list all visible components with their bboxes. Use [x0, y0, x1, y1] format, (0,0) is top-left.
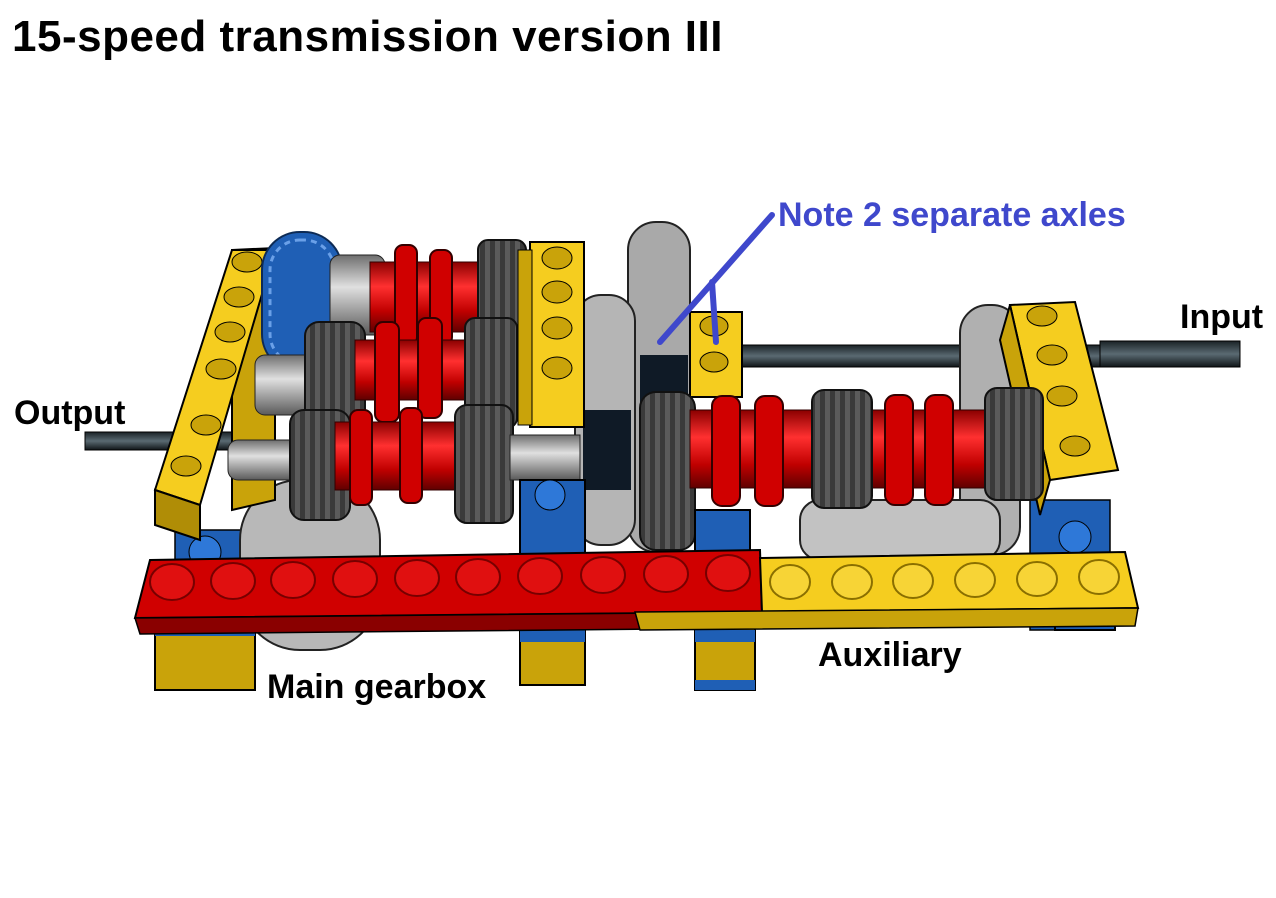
middle-red-shaft [254, 317, 518, 433]
note-label: Note 2 separate axles [778, 196, 1126, 234]
left-beam-holes [170, 251, 263, 477]
output-label: Output [14, 394, 126, 432]
middle-yellow-beam [517, 241, 585, 428]
input-label: Input [1180, 298, 1264, 336]
axles [84, 340, 1241, 451]
diagram-title: 15-speed transmission version III [12, 12, 723, 61]
auxiliary-label: Auxiliary [818, 636, 962, 674]
main-gearbox-label: Main gearbox [267, 668, 487, 706]
front-yellow-beam [634, 550, 1140, 631]
lower-red-shaft [227, 387, 1044, 551]
note-pointer [657, 212, 775, 345]
front-red-beam [133, 548, 764, 635]
